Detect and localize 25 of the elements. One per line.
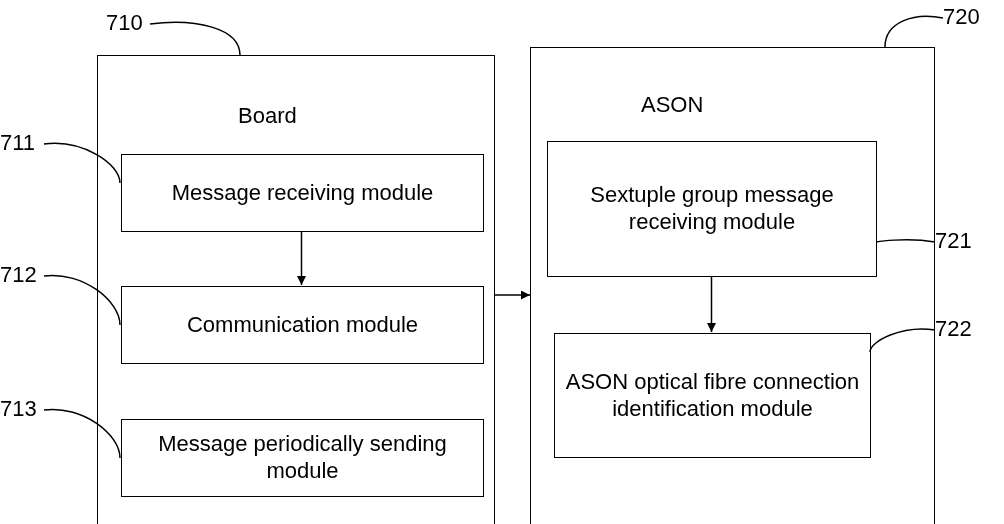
- panel-title: Board: [238, 103, 297, 129]
- leader-line: [43, 142, 121, 184]
- callout-number: 721: [935, 230, 979, 252]
- module-panel: [97, 55, 495, 524]
- arrow: [707, 275, 716, 333]
- module-box: Sextuple group message receiving module: [547, 141, 877, 277]
- module-box: Message receiving module: [121, 154, 484, 232]
- callout-number: 710: [106, 12, 150, 34]
- module-panel: [530, 47, 935, 524]
- arrow: [297, 230, 306, 286]
- panel-title: ASON: [641, 92, 704, 118]
- callout-number: 722: [935, 318, 979, 340]
- module-box: Communication module: [121, 286, 484, 364]
- leader-line: [875, 239, 936, 243]
- leader-line: [43, 408, 121, 459]
- callout-number: 712: [0, 264, 44, 286]
- callout-number: 711: [0, 132, 44, 154]
- module-box: Message periodically sending module: [121, 419, 484, 497]
- callout-number: 720: [943, 6, 987, 28]
- leader-line: [43, 274, 121, 326]
- leader-line: [884, 15, 944, 48]
- leader-line: [149, 21, 241, 56]
- module-box: ASON optical fibre connection identification module: [554, 333, 871, 458]
- callout-number: 713: [0, 398, 44, 420]
- arrow: [494, 290, 531, 300]
